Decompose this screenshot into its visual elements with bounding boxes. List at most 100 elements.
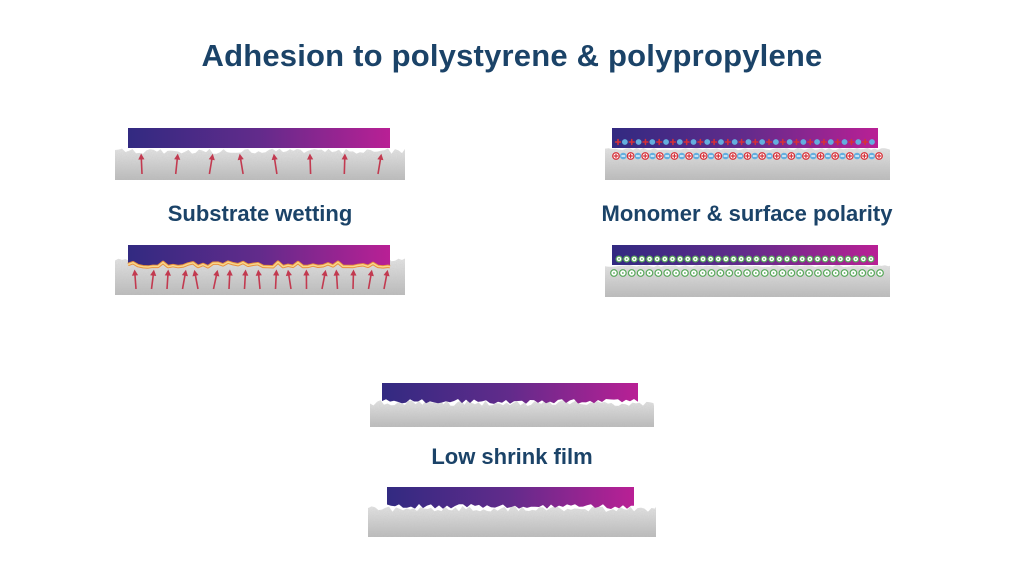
minus-charge-icon: [841, 139, 848, 145]
minus-charge-icon: [759, 139, 766, 145]
minus-charge-icon: [704, 139, 711, 145]
plus-charge-icon: [628, 153, 634, 159]
up-arrow-icon: [208, 153, 215, 175]
plus-charge-icon: [686, 153, 692, 159]
film-layer: [382, 383, 638, 404]
plus-charge-icon: [672, 153, 677, 159]
plus-charge-icon: [710, 138, 718, 146]
adhesion-arrows: [138, 153, 384, 175]
up-arrow-icon: [285, 269, 292, 290]
plus-charge-icon: [614, 138, 622, 146]
up-arrow-icon: [138, 153, 145, 175]
minus-charge-icon: [731, 139, 738, 145]
up-arrow-icon: [377, 153, 384, 175]
up-arrow-icon: [237, 153, 244, 175]
plus-charge-icon: [697, 138, 704, 146]
up-arrow-icon: [367, 269, 374, 290]
plus-charge-icon: [613, 153, 619, 159]
minus-charge-icon: [869, 139, 875, 145]
minus-charge-icon: [814, 139, 820, 145]
up-arrow-icon: [307, 153, 314, 175]
up-arrow-icon: [181, 269, 188, 290]
wetting-interface-highlight: [127, 261, 391, 268]
plus-charge-icon: [779, 138, 786, 146]
up-arrow-icon: [341, 153, 348, 175]
up-arrow-icon: [150, 269, 157, 290]
film-layer: [128, 128, 390, 148]
caption-low-shrink-film: Low shrink film: [431, 444, 593, 469]
plus-charge-icon: [730, 153, 736, 159]
nonpolar-circles-row-film: [615, 255, 875, 263]
up-arrow-icon: [271, 153, 278, 175]
plus-charge-icon: [745, 153, 750, 159]
minus-charge-icon: [718, 139, 724, 145]
plus-charge-icon: [724, 138, 732, 146]
plus-charge-icon: [642, 138, 649, 146]
caption-monomer-surface-polarity: Monomer & surface polarity: [601, 201, 893, 226]
low-shrink-film-diagram-bottom: [362, 479, 662, 541]
substrate-wetting-diagram-poor-contact: [110, 120, 410, 184]
plus-charge-icon: [715, 153, 721, 159]
up-arrow-icon: [273, 269, 280, 290]
substrate-wetting-diagram-good-contact: [110, 237, 410, 301]
polar-ions-row-film: [614, 138, 875, 146]
plus-charge-icon: [738, 138, 745, 146]
plus-charge-icon: [774, 153, 780, 159]
minus-charge-icon: [786, 139, 793, 145]
minus-charge-icon: [690, 139, 697, 145]
polarity-diagram-polar-charges: [597, 120, 897, 184]
plus-charge-icon: [876, 153, 882, 159]
up-arrow-icon: [164, 269, 171, 290]
plus-charge-icon: [655, 138, 663, 146]
minus-charge-icon: [855, 139, 862, 145]
minus-charge-icon: [649, 139, 656, 145]
substrate-layer: [115, 148, 405, 180]
up-arrow-icon: [242, 269, 249, 290]
minus-charge-icon: [745, 139, 752, 145]
plus-charge-icon: [834, 138, 841, 146]
up-arrow-icon: [333, 269, 340, 290]
up-arrow-icon: [192, 269, 199, 290]
substrate-layer: [370, 400, 654, 427]
minus-charge-icon: [663, 139, 669, 145]
plus-charge-icon: [657, 153, 663, 159]
up-arrow-icon: [321, 269, 328, 290]
up-arrow-icon: [226, 269, 233, 290]
minus-charge-icon: [827, 139, 834, 145]
minus-charge-icon: [772, 139, 779, 145]
plus-charge-icon: [669, 138, 677, 146]
plus-charge-icon: [701, 153, 707, 159]
film-layer: [612, 245, 878, 265]
plus-charge-icon: [788, 153, 794, 159]
nonpolar-circles-row-substrate: [610, 269, 884, 277]
plus-charge-icon: [807, 138, 814, 146]
plus-charge-icon: [765, 138, 773, 146]
plus-charge-icon: [683, 138, 690, 146]
up-arrow-icon: [131, 269, 139, 290]
caption-substrate-wetting: Substrate wetting: [167, 201, 353, 226]
plus-charge-icon: [803, 153, 809, 159]
plus-charge-icon: [793, 138, 800, 146]
plus-charge-icon: [848, 138, 855, 146]
minus-charge-icon: [800, 139, 807, 145]
plus-charge-icon: [628, 138, 635, 146]
plus-charge-icon: [820, 138, 828, 146]
up-arrow-icon: [255, 269, 262, 290]
plus-charge-icon: [752, 138, 759, 146]
minus-charge-icon: [621, 139, 628, 145]
up-arrow-icon: [383, 269, 390, 290]
plus-charge-icon: [818, 153, 823, 159]
slide-title: Adhesion to polystyrene & polypropylene: [201, 38, 823, 73]
up-arrow-icon: [212, 269, 220, 290]
up-arrow-icon: [303, 269, 310, 290]
plus-charge-icon: [642, 153, 648, 159]
plus-charge-icon: [861, 153, 867, 159]
adhesion-arrows: [131, 269, 390, 290]
plus-charge-icon: [832, 153, 838, 159]
polarity-diagram-nonpolar: [597, 237, 897, 301]
substrate-layer: [368, 506, 656, 537]
minus-charge-icon: [676, 139, 683, 145]
up-arrow-icon: [174, 153, 181, 175]
up-arrow-icon: [350, 269, 357, 290]
